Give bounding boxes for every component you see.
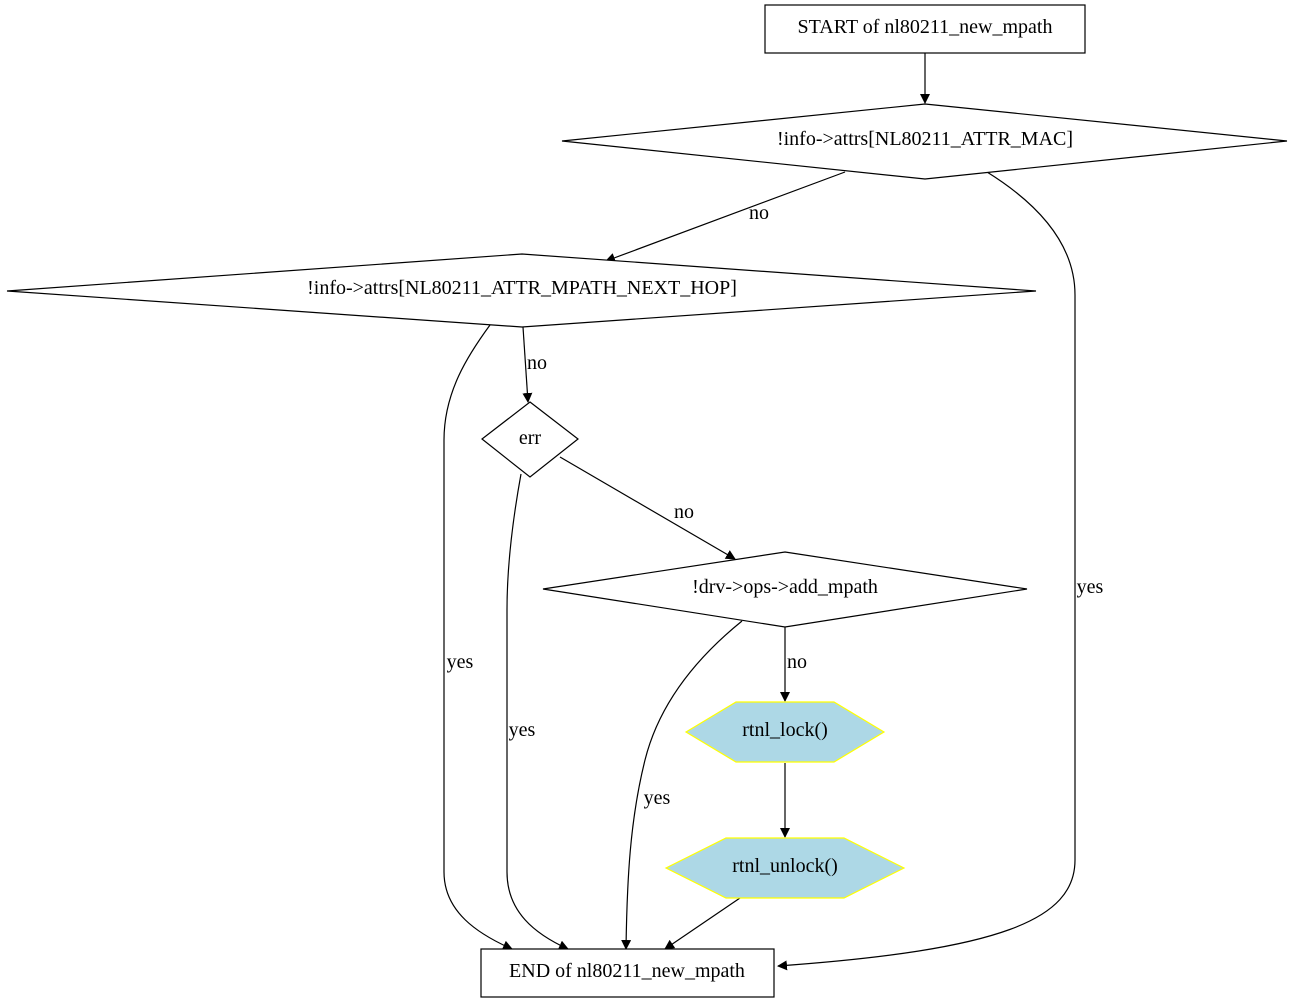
edge-label-err-yes: yes: [509, 719, 536, 741]
decision-add-mpath-label: !drv->ops->add_mpath: [692, 576, 878, 598]
edge-err-yes: [506, 473, 569, 950]
edge-mac-no: [605, 171, 846, 263]
action-node-rtnl-unlock: rtnl_unlock(): [664, 837, 906, 899]
edge-label-add-mpath-no: no: [787, 651, 807, 673]
start-node: START of nl80211_new_mpath: [764, 4, 1086, 54]
rtnl-lock-label: rtnl_lock(): [742, 719, 828, 741]
edge-label-err-no: no: [674, 501, 694, 523]
edge-label-next-hop-yes: yes: [447, 651, 474, 673]
edge-next-hop-yes: [443, 324, 513, 950]
edge-label-add-mpath-yes: yes: [644, 787, 671, 809]
rtnl-unlock-label: rtnl_unlock(): [732, 855, 838, 877]
decision-node-mac: !info->attrs[NL80211_ATTR_MAC]: [561, 103, 1288, 180]
edge-unlock-to-end: [664, 897, 741, 950]
decision-err-label: err: [519, 427, 542, 449]
action-node-rtnl-lock: rtnl_lock(): [684, 701, 886, 763]
end-node: END of nl80211_new_mpath: [480, 948, 775, 998]
edge-label-mac-no: no: [749, 202, 769, 224]
start-node-label: START of nl80211_new_mpath: [798, 16, 1053, 38]
edge-mac-yes: [777, 171, 1076, 971]
edge-label-next-hop-no: no: [527, 352, 547, 374]
edge-next-hop-no: [522, 326, 533, 403]
decision-mac-label: !info->attrs[NL80211_ATTR_MAC]: [777, 128, 1073, 150]
edge-add-mpath-yes: [621, 620, 743, 950]
edge-err-no: [559, 456, 736, 560]
edge-label-mac-yes: yes: [1077, 576, 1104, 598]
decision-next-hop-label: !info->attrs[NL80211_ATTR_MPATH_NEXT_HOP…: [307, 277, 737, 299]
decision-node-err: err: [481, 401, 579, 478]
decision-node-add-mpath: !drv->ops->add_mpath: [542, 551, 1028, 628]
end-node-label: END of nl80211_new_mpath: [509, 960, 745, 982]
decision-node-next-hop: !info->attrs[NL80211_ATTR_MPATH_NEXT_HOP…: [6, 253, 1037, 328]
